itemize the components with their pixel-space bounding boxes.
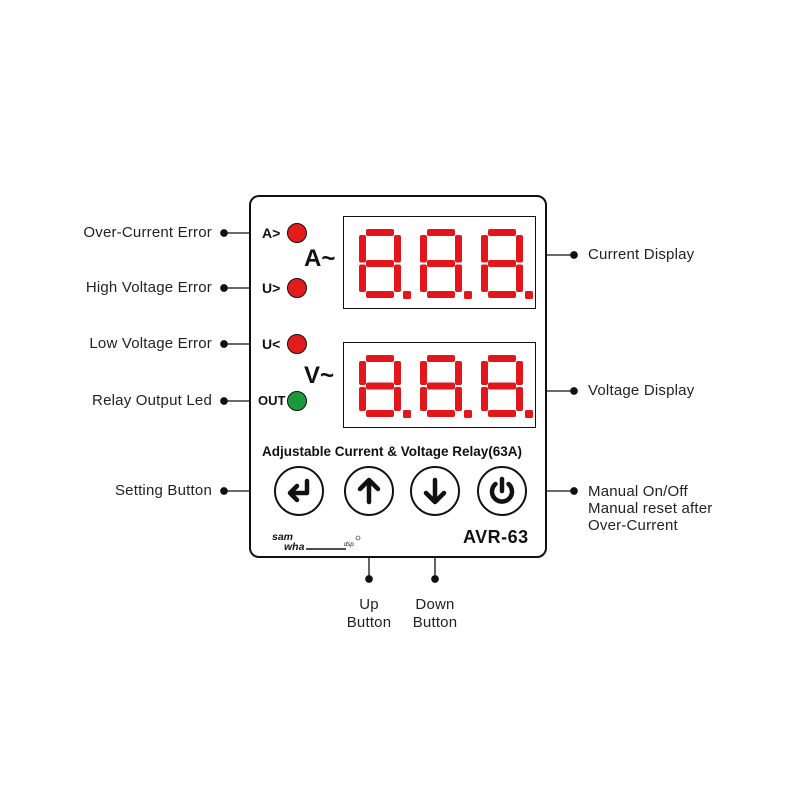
decimal-point-1 (464, 410, 472, 418)
over-current-led (287, 223, 307, 243)
decimal-point-2 (525, 410, 533, 418)
down-label-line2: Button (412, 614, 458, 631)
segment-a-digit-2 (488, 229, 516, 236)
current-unit-label: A~ (304, 245, 336, 272)
up-button[interactable] (344, 466, 394, 516)
down-button[interactable] (410, 466, 460, 516)
voltage-unit-label: V~ (304, 362, 335, 389)
segment-c-digit-1 (455, 264, 462, 292)
over-current-error-label: Over-Current Error (83, 224, 212, 241)
segment-b-digit-1 (455, 361, 462, 385)
segment-f-digit-0 (359, 235, 366, 263)
decimal-point-0 (403, 410, 411, 418)
decimal-point-0 (403, 291, 411, 299)
segment-g-digit-0 (366, 260, 394, 267)
up-label-line1: Up (359, 596, 379, 613)
segment-d-digit-0 (366, 291, 394, 298)
setting-button[interactable] (274, 466, 324, 516)
segment-e-digit-1 (420, 387, 427, 411)
relay-output-led-label: Relay Output Led (92, 392, 212, 409)
relay-output-led (287, 391, 307, 411)
svg-text:sam: sam (272, 531, 293, 543)
down-label-line1: Down (415, 596, 455, 613)
enter-arrow-icon (287, 478, 310, 503)
segment-a-digit-0 (366, 355, 394, 362)
segment-g-digit-1 (427, 382, 455, 390)
segment-c-digit-1 (455, 387, 462, 411)
voltage-display-label: Voltage Display (588, 382, 695, 399)
segment-e-digit-0 (359, 264, 366, 292)
manual-on-off-label: Manual On/Off Manual reset after Over-Cu… (588, 483, 713, 534)
segment-c-digit-2 (516, 264, 523, 292)
segment-d-digit-2 (488, 410, 516, 417)
segment-b-digit-0 (394, 361, 401, 385)
setting-button-label: Setting Button (114, 482, 212, 499)
power-button[interactable] (477, 466, 527, 516)
segment-c-digit-2 (516, 387, 523, 411)
segment-b-digit-2 (516, 361, 523, 385)
power-icon (489, 476, 515, 504)
segment-d-digit-2 (488, 291, 516, 298)
segment-f-digit-1 (420, 235, 427, 263)
down-button-label: Down Button (390, 596, 480, 632)
svg-text:wha: wha (284, 541, 305, 552)
arrow-down-icon (423, 477, 447, 505)
decimal-point-1 (464, 291, 472, 299)
current-display-label: Current Display (588, 246, 695, 263)
led-label-low-voltage: U< (262, 336, 281, 352)
led-label-high-voltage: U> (262, 280, 281, 296)
up-label-line2: Button (346, 614, 392, 631)
high-voltage-led (287, 278, 307, 298)
relay-title: Adjustable Current & Voltage Relay(63A) (262, 444, 523, 459)
voltage-seven-segment-digits (359, 355, 533, 418)
segment-f-digit-2 (481, 361, 488, 385)
samwha-brand-logo: sam wha dsp (272, 531, 361, 552)
segment-b-digit-2 (516, 235, 523, 263)
current-display (343, 216, 536, 309)
segment-e-digit-2 (481, 264, 488, 292)
segment-c-digit-0 (394, 264, 401, 292)
segment-d-digit-0 (366, 410, 394, 417)
segment-b-digit-1 (455, 235, 462, 263)
low-voltage-led (287, 334, 307, 354)
decimal-point-2 (525, 291, 533, 299)
segment-c-digit-0 (394, 387, 401, 411)
model-number: AVR-63 (463, 527, 529, 547)
segment-e-digit-2 (481, 387, 488, 411)
segment-b-digit-0 (394, 235, 401, 263)
manual-label-line2: Manual reset after (588, 500, 713, 517)
segment-d-digit-1 (427, 291, 455, 298)
manual-label-line3: Over-Current (588, 517, 678, 534)
segment-f-digit-2 (481, 235, 488, 263)
current-seven-segment-digits (359, 229, 533, 299)
manual-label-line1: Manual On/Off (588, 483, 688, 500)
low-voltage-error-label: Low Voltage Error (89, 335, 212, 352)
segment-e-digit-0 (359, 387, 366, 411)
segment-a-digit-1 (427, 229, 455, 236)
arrow-up-icon (357, 477, 381, 505)
segment-g-digit-2 (488, 260, 516, 267)
segment-g-digit-2 (488, 382, 516, 390)
segment-e-digit-1 (420, 264, 427, 292)
segment-g-digit-1 (427, 260, 455, 267)
high-voltage-error-label: High Voltage Error (85, 279, 212, 296)
segment-d-digit-1 (427, 410, 455, 417)
led-label-over-current: A> (262, 225, 281, 241)
segment-f-digit-1 (420, 361, 427, 385)
voltage-display (343, 342, 536, 428)
segment-f-digit-0 (359, 361, 366, 385)
led-label-relay-out: OUT (258, 393, 286, 408)
up-button-label: Up Button (324, 596, 414, 632)
segment-a-digit-2 (488, 355, 516, 362)
segment-a-digit-0 (366, 229, 394, 236)
segment-a-digit-1 (427, 355, 455, 362)
segment-g-digit-0 (366, 382, 394, 390)
svg-text:dsp: dsp (344, 542, 354, 548)
